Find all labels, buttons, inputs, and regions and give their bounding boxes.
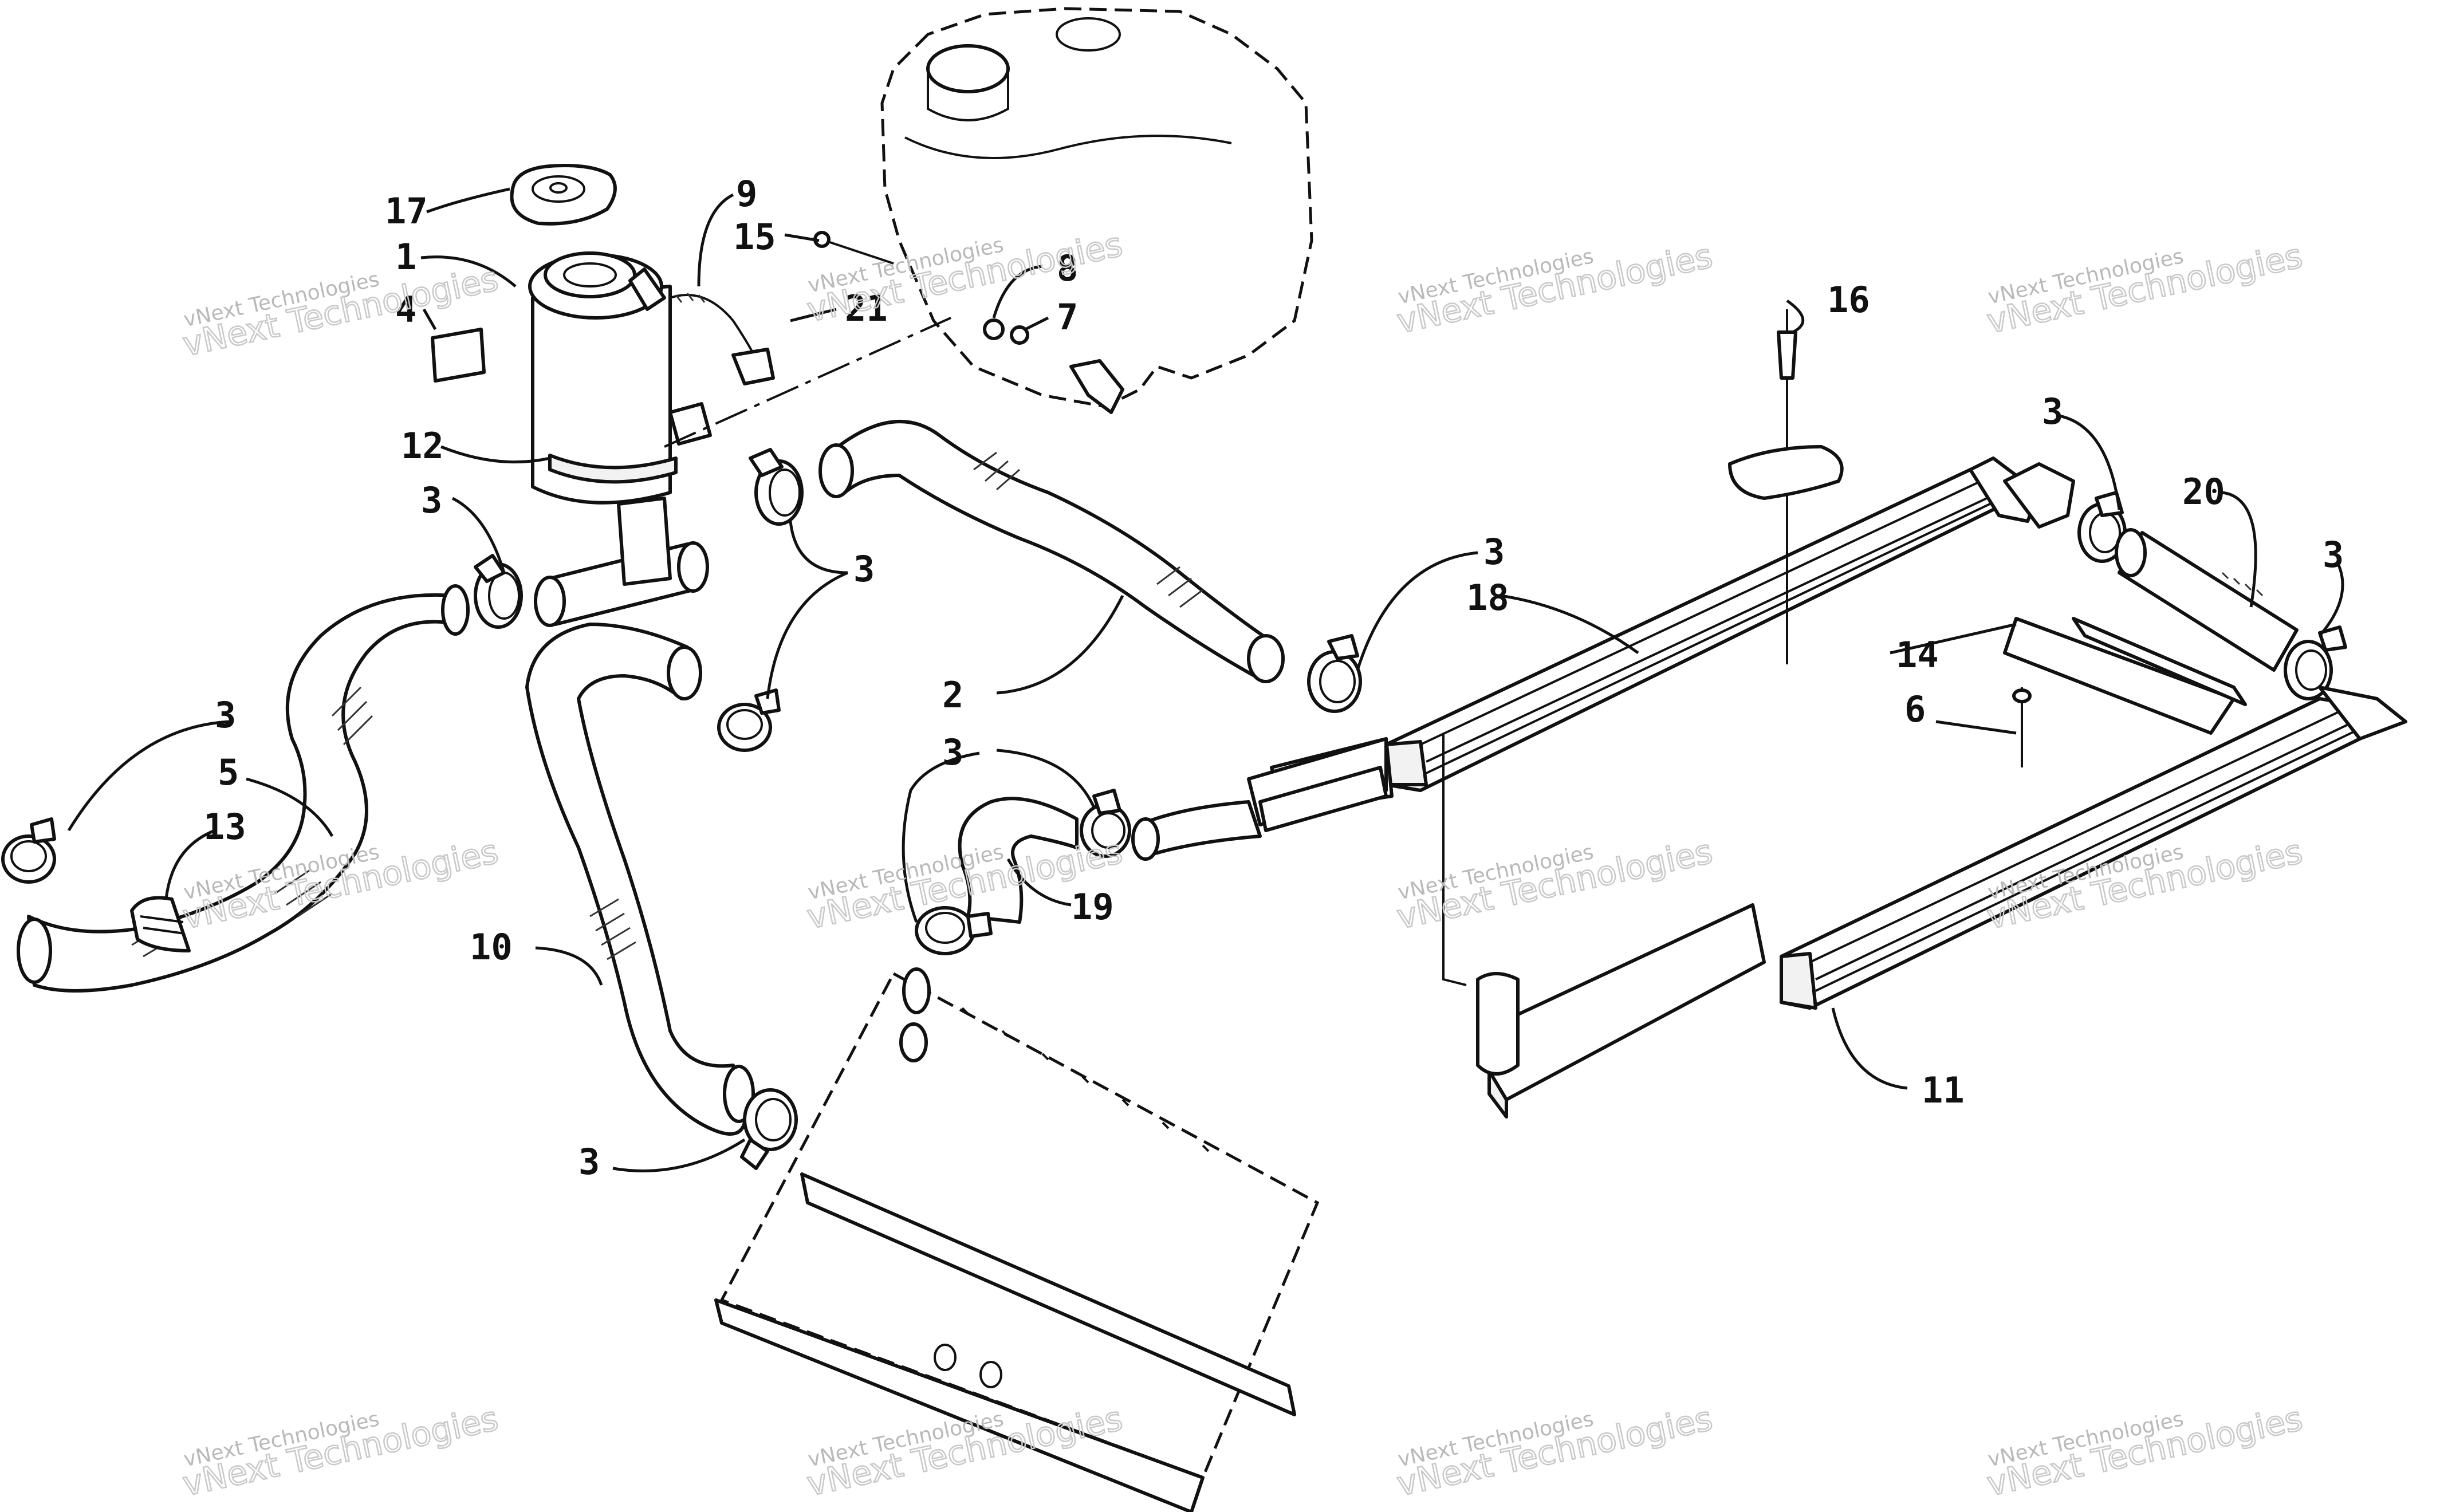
callout-3-e: 3 — [2323, 534, 2344, 576]
callout-21: 21 — [845, 288, 888, 329]
hose-clamp-c — [717, 688, 781, 752]
hose-clamp-g — [740, 1088, 798, 1170]
hose-19 — [958, 797, 1262, 924]
hose-5 — [17, 584, 470, 993]
watermarks: vNext Technologies vNext Technologies vN… — [179, 224, 2307, 1505]
callout-1: 1 — [395, 236, 416, 278]
callout-4: 4 — [395, 289, 416, 330]
assembly-centerline — [664, 317, 951, 448]
hose-clip — [130, 896, 191, 952]
hose-10 — [525, 623, 755, 1136]
heat-exchanger-inlet — [1247, 737, 1388, 832]
callout-20: 20 — [2182, 471, 2225, 513]
hose-clamp-h — [1, 817, 56, 884]
callout-3-c: 3 — [1483, 531, 1505, 573]
callout-17: 17 — [385, 190, 428, 232]
callout-10: 10 — [470, 926, 513, 968]
hose-20 — [2115, 528, 2299, 672]
callout-3-a: 3 — [421, 479, 442, 521]
callout-15: 15 — [733, 216, 776, 258]
callout-12: 12 — [401, 425, 444, 467]
hose-clamp-b — [749, 448, 804, 526]
hose-2 — [818, 420, 1285, 683]
rivet-6 — [2012, 687, 2032, 767]
callout-16: 16 — [1827, 279, 1870, 321]
hose-clamp-j — [2284, 625, 2347, 700]
callout-19: 19 — [1071, 886, 1114, 928]
callout-3-g: 3 — [942, 731, 963, 773]
callout-labels: 17 1 4 9 15 21 8 7 12 3 3 2 3 18 16 3 20… — [203, 173, 2344, 1183]
bleed-hose — [670, 293, 775, 385]
decal — [431, 328, 486, 383]
elbow-connector — [2003, 462, 2075, 529]
reservoir-bottle — [880, 7, 1313, 414]
gasket — [1728, 445, 1844, 500]
callout-8: 8 — [1057, 247, 1078, 289]
hose-clamp-i — [2077, 491, 2127, 563]
callout-7: 7 — [1057, 296, 1078, 338]
radiator-panel — [714, 967, 1320, 1512]
callout-18: 18 — [1466, 577, 1509, 619]
washer-8 — [983, 318, 1005, 340]
callout-2: 2 — [942, 674, 963, 716]
hose-clamp-e — [1080, 789, 1131, 858]
callout-3-d: 3 — [2042, 391, 2063, 432]
heat-exchanger-rail-11 — [1476, 686, 2407, 1119]
hose-clamp-d — [1307, 634, 1362, 713]
surge-tank — [528, 251, 712, 505]
hose-clamp-a — [474, 554, 523, 629]
leader-lines — [67, 187, 2344, 1172]
callout-3-b: 3 — [853, 548, 875, 590]
mounting-bracket — [2003, 617, 2247, 735]
callout-6: 6 — [1904, 688, 1926, 730]
callout-3-h: 3 — [578, 1141, 600, 1183]
radiator-cap — [510, 164, 617, 226]
tee-fitting — [534, 497, 709, 627]
callout-11: 11 — [1922, 1069, 1965, 1111]
assembly-centerline-vertical — [1442, 733, 1467, 986]
callout-5: 5 — [218, 751, 239, 793]
hose-clamp-f — [915, 906, 993, 955]
callout-9: 9 — [736, 173, 757, 215]
callout-3-f: 3 — [215, 694, 236, 736]
washer-7 — [1010, 325, 1029, 345]
callout-13: 13 — [203, 806, 246, 848]
callout-14: 14 — [1896, 634, 1939, 676]
